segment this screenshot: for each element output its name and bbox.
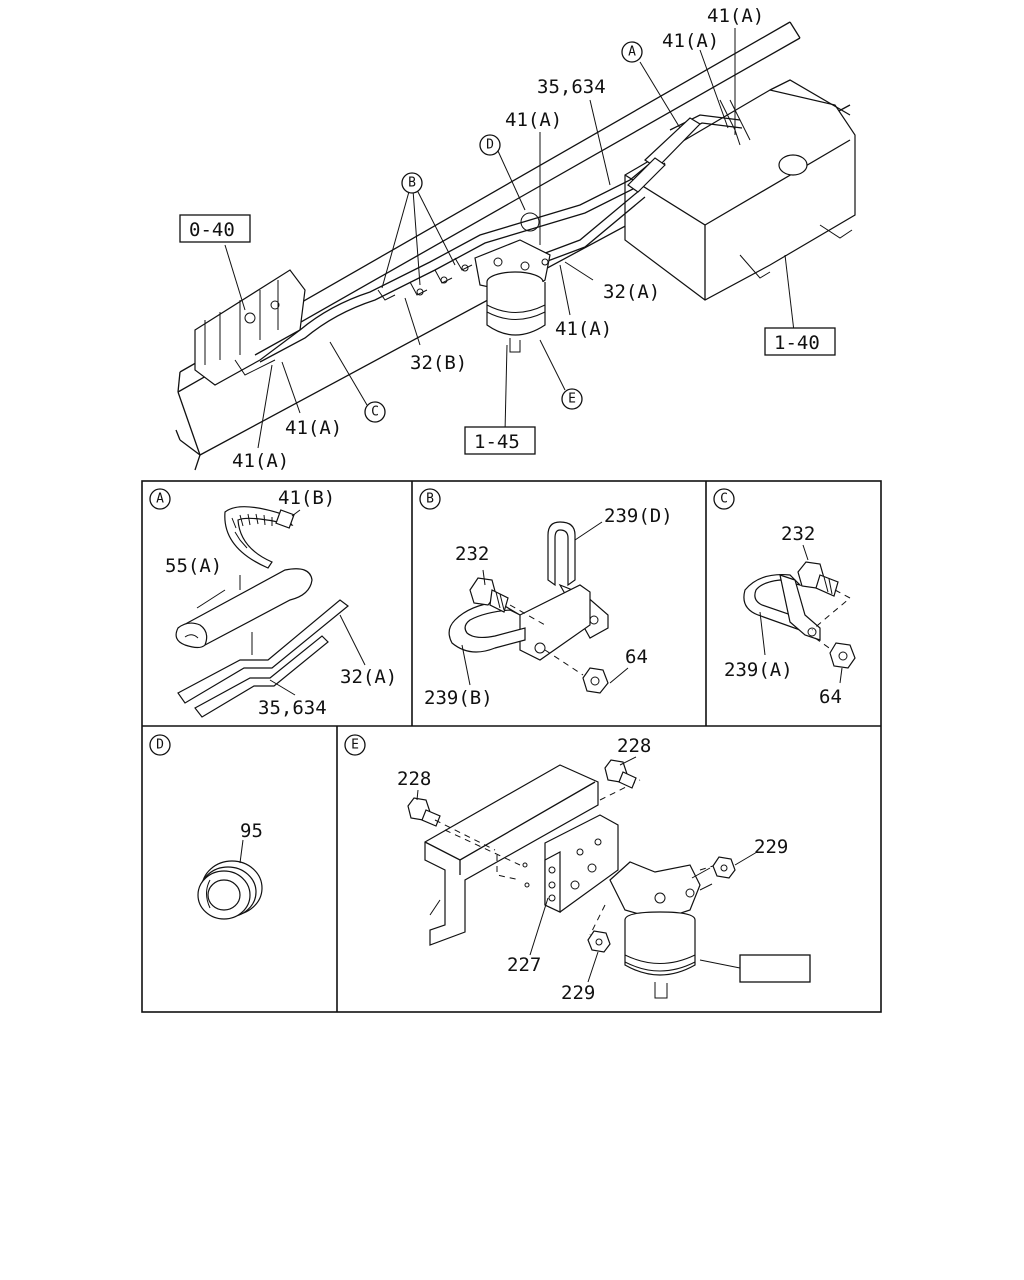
detail-a-label-pipe: 32(A) — [340, 666, 397, 688]
fuel-filter-main — [474, 212, 551, 353]
detail-e-ref-box — [739, 954, 811, 983]
detail-c-label-nut: 64 — [819, 686, 842, 708]
ref-box-filter-label: 1-45 — [474, 431, 520, 453]
circle-e-main — [561, 388, 583, 410]
grommet — [197, 860, 263, 920]
circle-c-main — [364, 401, 386, 423]
ref-box-engine — [179, 214, 251, 243]
callout-41a-top: 41(A) — [707, 5, 764, 27]
main-leaders — [224, 28, 796, 449]
detail-e-label-bolt-left: 228 — [397, 768, 431, 790]
detail-b-tag — [419, 488, 441, 510]
injection-pump — [194, 269, 306, 386]
detail-d-tag — [149, 734, 171, 756]
detail-frames — [141, 480, 882, 1013]
callout-32b-main: 32(B) — [410, 352, 467, 374]
ref-box-tank — [764, 327, 836, 356]
circle-a-main-label: A — [628, 45, 636, 60]
detail-d: D 95 — [149, 734, 263, 920]
detail-e-tag-label: E — [351, 738, 359, 753]
detail-c: C 232 239(A) 64 — [713, 488, 856, 708]
callout-41a-center: 41(A) — [505, 109, 562, 131]
ref-box-engine-label: 0-40 — [189, 219, 235, 241]
circle-e-main-label: E — [568, 392, 576, 407]
detail-d-tag-label: D — [156, 738, 164, 753]
callout-41a-left2: 41(A) — [232, 450, 289, 472]
detail-e-label-bolt-right: 228 — [617, 735, 651, 757]
circle-a-main — [621, 41, 643, 63]
detail-a-label-line: 35,634 — [258, 697, 327, 719]
ref-box-filter — [464, 426, 536, 455]
detail-e-label-nut-bottom: 229 — [561, 982, 595, 1004]
callout-35-634: 35,634 — [537, 76, 606, 98]
callout-32a-main: 32(A) — [603, 281, 660, 303]
circle-b-main-label: B — [408, 176, 416, 191]
clips-b — [377, 257, 473, 301]
callout-41a-left1: 41(A) — [285, 417, 342, 439]
detail-e-label-nut-right: 229 — [754, 836, 788, 858]
detail-e-label-bracket: 227 — [507, 954, 541, 976]
detail-d-label-grommet: 95 — [240, 820, 263, 842]
detail-c-tag — [713, 488, 735, 510]
detail-e-tag — [344, 734, 366, 756]
detail-a-label-sleeve: 55(A) — [165, 555, 222, 577]
detail-a-tag — [149, 488, 171, 510]
detail-b-label-clip-top: 239(D) — [604, 505, 673, 527]
circle-c-main-label: C — [371, 405, 379, 420]
main-view: 0-40 1-40 1-45 A D B C E 41(A) 41(A) 35,… — [175, 5, 856, 472]
detail-a-tag-label: A — [156, 492, 164, 507]
detail-c-label-bolt: 232 — [781, 523, 815, 545]
detail-c-label-clip: 239(A) — [724, 659, 793, 681]
ref-box-tank-label: 1-40 — [774, 332, 820, 354]
callout-41a-filter: 41(A) — [555, 318, 612, 340]
detail-b-tag-label: B — [426, 492, 434, 507]
circle-b-main — [401, 172, 423, 194]
detail-c-tag-label: C — [720, 492, 728, 507]
circle-d-main — [479, 134, 501, 156]
fuel-lines — [254, 114, 743, 363]
circle-d-main-label: D — [486, 138, 494, 153]
callout-41a-mid: 41(A) — [662, 30, 719, 52]
detail-a-label-band: 41(B) — [278, 487, 335, 509]
detail-e: E — [344, 734, 811, 1004]
detail-b-label-nut: 64 — [625, 646, 648, 668]
detail-a: A 41(B) 55(A) 32(A) 35,634 — [149, 487, 397, 719]
detail-b-label-bolt: 232 — [455, 543, 489, 565]
detail-b-label-clip-bottom: 239(B) — [424, 687, 493, 709]
detail-b: B 232 239(D) 64 239(B) — [419, 488, 673, 709]
fuel-tank — [624, 79, 856, 301]
